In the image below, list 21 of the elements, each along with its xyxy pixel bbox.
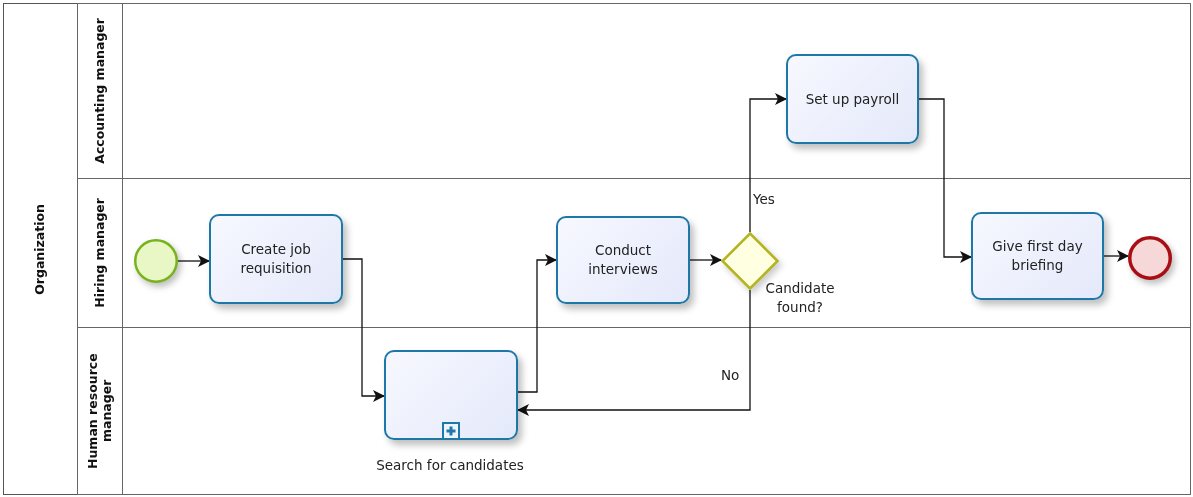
task-box: Give first day briefing	[971, 212, 1104, 300]
pool	[3, 3, 1191, 495]
task-box: Create job requisition	[209, 214, 343, 304]
sequence-flow-arrow	[918, 98, 972, 263]
sequence-flow-arrow	[689, 254, 722, 266]
pool-label: Organization	[33, 203, 48, 295]
task-box: Conduct interviews	[556, 216, 690, 304]
sequence-flow-arrow	[517, 289, 751, 416]
sequence-flow-arrow	[342, 258, 385, 402]
sequence-flow-arrow	[177, 255, 210, 267]
swimlane	[77, 327, 1191, 495]
swimlane	[77, 3, 1191, 179]
task-box: Set up payroll	[786, 54, 919, 144]
gateway-label: Candidate found?	[764, 279, 836, 317]
sequence-flow-arrow	[517, 254, 557, 393]
lane-label: Human resource manager	[85, 352, 115, 471]
sequence-flow-arrow	[749, 93, 787, 233]
lane-label: Hiring manager	[92, 198, 108, 308]
task-label: Search for candidates	[375, 456, 525, 475]
lane-label: Accounting manager	[92, 18, 108, 164]
sequence-flow-arrow	[1103, 250, 1129, 262]
